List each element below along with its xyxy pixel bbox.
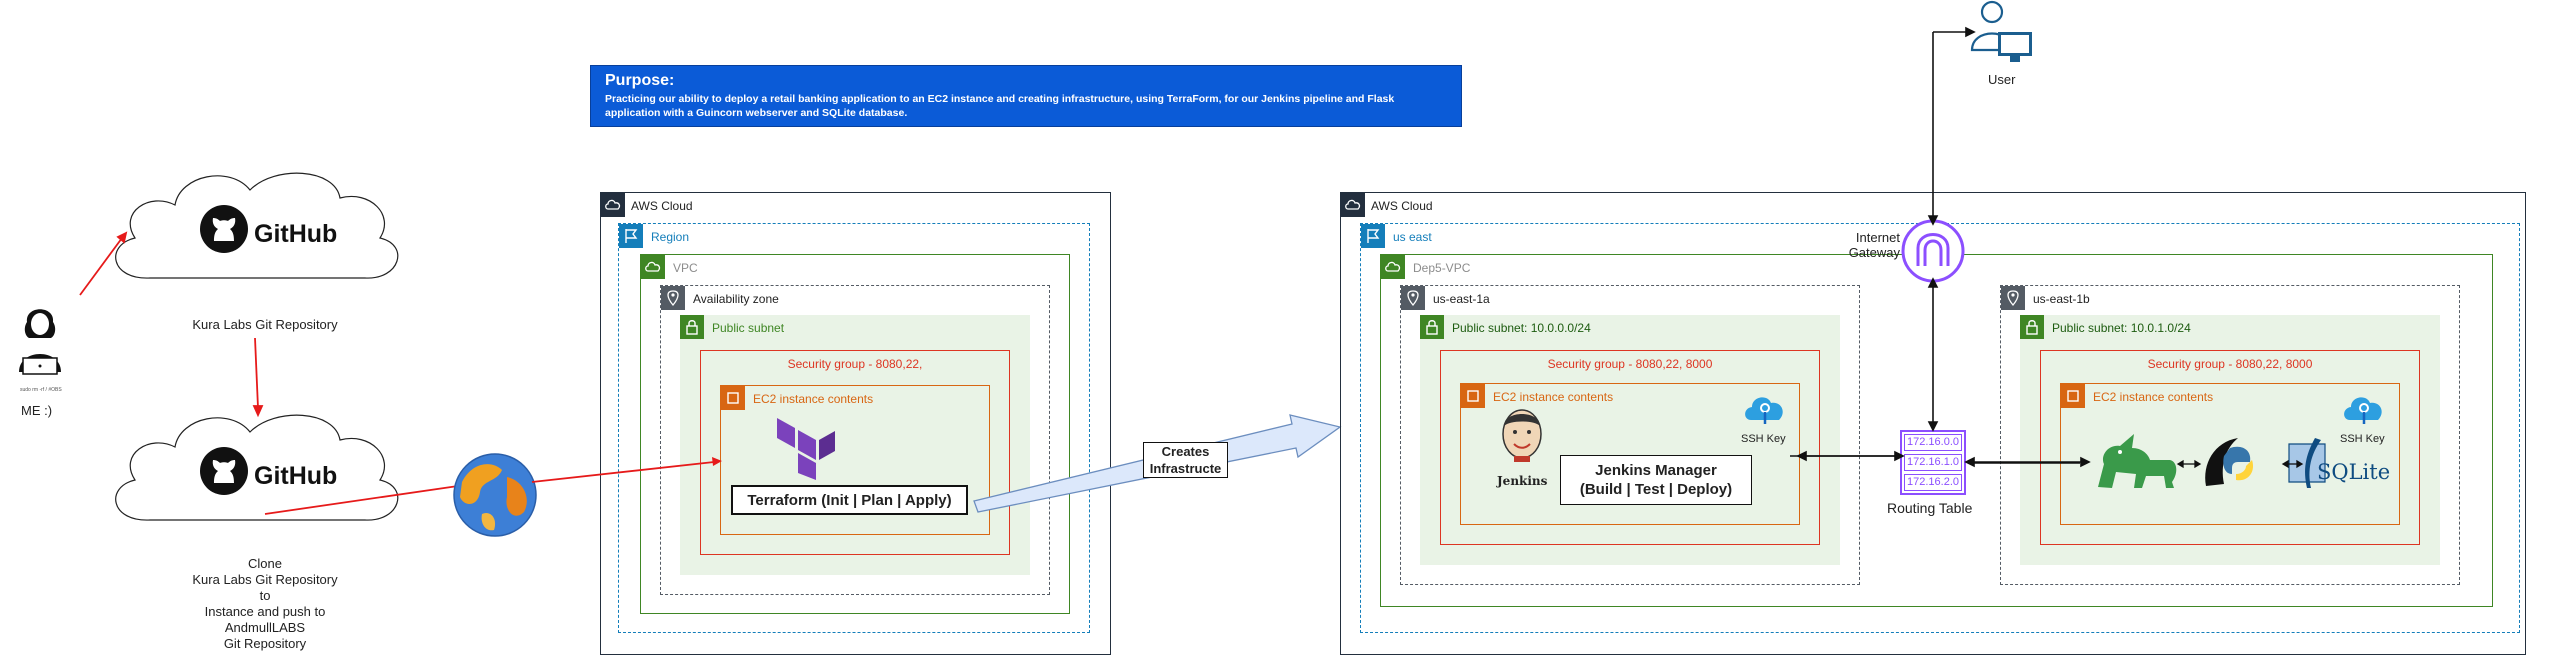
ssh-key-b-label: SSH Key — [2340, 433, 2385, 445]
terraform-command-box: Terraform (Init | Plan | Apply) — [731, 485, 968, 515]
jenkins-manager-box: Jenkins Manager (Build | Test | Deploy) — [1560, 455, 1752, 505]
region-us-east-label: us east — [1393, 230, 1432, 244]
ec2-chip-icon — [721, 386, 745, 410]
public-subnet-b-label: Public subnet: 10.0.1.0/24 — [2052, 321, 2191, 335]
lock-icon — [1420, 315, 1444, 339]
public-subnet-b: Public subnet: 10.0.1.0/24 — [2020, 315, 2440, 565]
security-group-a: Security group - 8080,22, 8000 — [1440, 350, 1820, 545]
arrow-me-to-github — [79, 237, 123, 296]
az-1: Availability zone — [660, 285, 1050, 595]
az-us-east-1b-label: us-east-1b — [2033, 292, 2090, 306]
aws-cloud-1-label: AWS Cloud — [631, 199, 693, 213]
public-subnet-1-label: Public subnet — [712, 321, 785, 335]
app-connectors — [2176, 459, 2304, 469]
network-connectors — [1790, 26, 2080, 464]
security-group-b-label: Security group - 8080,22, 8000 — [2147, 357, 2313, 371]
arrow-github-to-clone — [254, 337, 259, 409]
az-us-east-1a-label: us-east-1a — [1433, 292, 1490, 306]
purpose-title: Purpose: — [605, 72, 675, 89]
az-us-east-1b: us-east-1b — [2000, 285, 2460, 585]
public-subnet-a: Public subnet: 10.0.0.0/24 — [1420, 315, 1840, 565]
me-label: ME :) — [21, 403, 53, 418]
location-pin-icon — [661, 286, 685, 310]
terraform-icon — [777, 418, 835, 480]
region-1: Region — [618, 223, 1090, 633]
arrow-routing-to-jenkins — [1796, 450, 1905, 462]
internet-gateway-label: Internet Gateway — [1848, 230, 1900, 260]
ssh-key-icon — [2344, 397, 2382, 424]
jenkins-wordmark: Jenkins — [1497, 474, 1548, 488]
github-wordmark-2: GitHub — [254, 462, 337, 490]
github-cloud-1 — [115, 172, 399, 279]
route-entry: 172.16.0.0 — [1904, 434, 1962, 451]
purpose-banner: Purpose: Practicing our ability to deplo… — [590, 65, 1462, 127]
location-pin-icon — [2001, 286, 2025, 310]
ec2-instance-a-label: EC2 instance contents — [1493, 390, 1614, 404]
github-icon — [200, 205, 248, 253]
github-cloud-2 — [115, 414, 399, 521]
flag-icon — [619, 224, 643, 248]
github-icon — [200, 447, 248, 495]
route-entry: 172.16.2.0 — [1904, 474, 1962, 491]
az-us-east-1a: us-east-1a — [1400, 285, 1860, 585]
security-group-1-label: Security group - 8080,22, — [787, 357, 923, 371]
globe-icon — [453, 453, 537, 537]
flask-python-icon — [2205, 438, 2254, 486]
left-diagram: GitHub GitHub sudo rm -rf / #OBS — [19, 172, 459, 521]
ec2-instance-1: EC2 instance contents — [720, 385, 990, 535]
aws-cloud-icon — [601, 193, 625, 217]
security-group-1: Security group - 8080,22, — [700, 350, 1010, 555]
user-icon — [1970, 0, 2032, 62]
routing-table-label: Routing Table — [1887, 500, 1973, 516]
ec2-instance-b-label: EC2 instance contents — [2093, 390, 2214, 404]
github-wordmark-1: GitHub — [254, 220, 337, 248]
vpc-icon — [641, 255, 665, 279]
lock-icon — [680, 315, 704, 339]
security-group-a-label: Security group - 8080,22, 8000 — [1547, 357, 1713, 371]
person-laptop-icon — [19, 309, 61, 375]
user-label: User — [1988, 72, 2016, 87]
arrow-globe-to-ec2 — [531, 457, 722, 483]
ssh-key-icon — [1745, 397, 1783, 424]
flag-icon — [1361, 224, 1385, 248]
arrow-routing-to-gunicorn — [1964, 456, 2091, 468]
vpc-1: VPC — [640, 254, 1070, 614]
az-1-label: Availability zone — [693, 292, 779, 306]
public-subnet-1: Public subnet — [680, 315, 1030, 575]
arrow-clone-to-earth — [264, 485, 459, 515]
ec2-instance-b: EC2 instance contents — [2060, 383, 2400, 525]
jenkins-icon — [1502, 409, 1542, 462]
aws-cloud-2-label: AWS Cloud — [1371, 199, 1433, 213]
repo1-label: Kura Labs Git Repository — [192, 317, 338, 332]
repo2-label: Clone Kura Labs Git Repository to Instan… — [192, 556, 338, 651]
creates-infrastructure-label: Creates Infrastructe — [1143, 442, 1228, 478]
location-pin-icon — [1401, 286, 1425, 310]
region-1-label: Region — [651, 230, 690, 244]
ec2-instance-a: EC2 instance contents — [1460, 383, 1800, 525]
sqlite-wordmark: SQLite — [2317, 460, 2391, 484]
vpc-1-label: VPC — [673, 261, 698, 275]
ec2-chip-icon — [2061, 384, 2085, 408]
lock-icon — [2020, 315, 2044, 339]
public-subnet-a-label: Public subnet: 10.0.0.0/24 — [1452, 321, 1591, 335]
vpc-dep5-label: Dep5-VPC — [1413, 261, 1471, 275]
ssh-key-a-label: SSH Key — [1741, 433, 1786, 445]
ec2-chip-icon — [1461, 384, 1485, 408]
route-entry: 172.16.1.0 — [1904, 454, 1962, 471]
aws-cloud-1: AWS Cloud — [600, 192, 1111, 655]
aws-cloud-icon — [1341, 193, 1365, 217]
gunicorn-icon — [2098, 434, 2177, 488]
ec2-instance-1-label: EC2 instance contents — [753, 392, 874, 406]
person-caption: sudo rm -rf / #OBS — [20, 387, 62, 393]
vpc-icon — [1381, 255, 1405, 279]
security-group-b: Security group - 8080,22, 8000 — [2040, 350, 2420, 545]
sqlite-icon — [2288, 438, 2326, 488]
purpose-text: Practicing our ability to deploy a retai… — [605, 93, 1395, 119]
